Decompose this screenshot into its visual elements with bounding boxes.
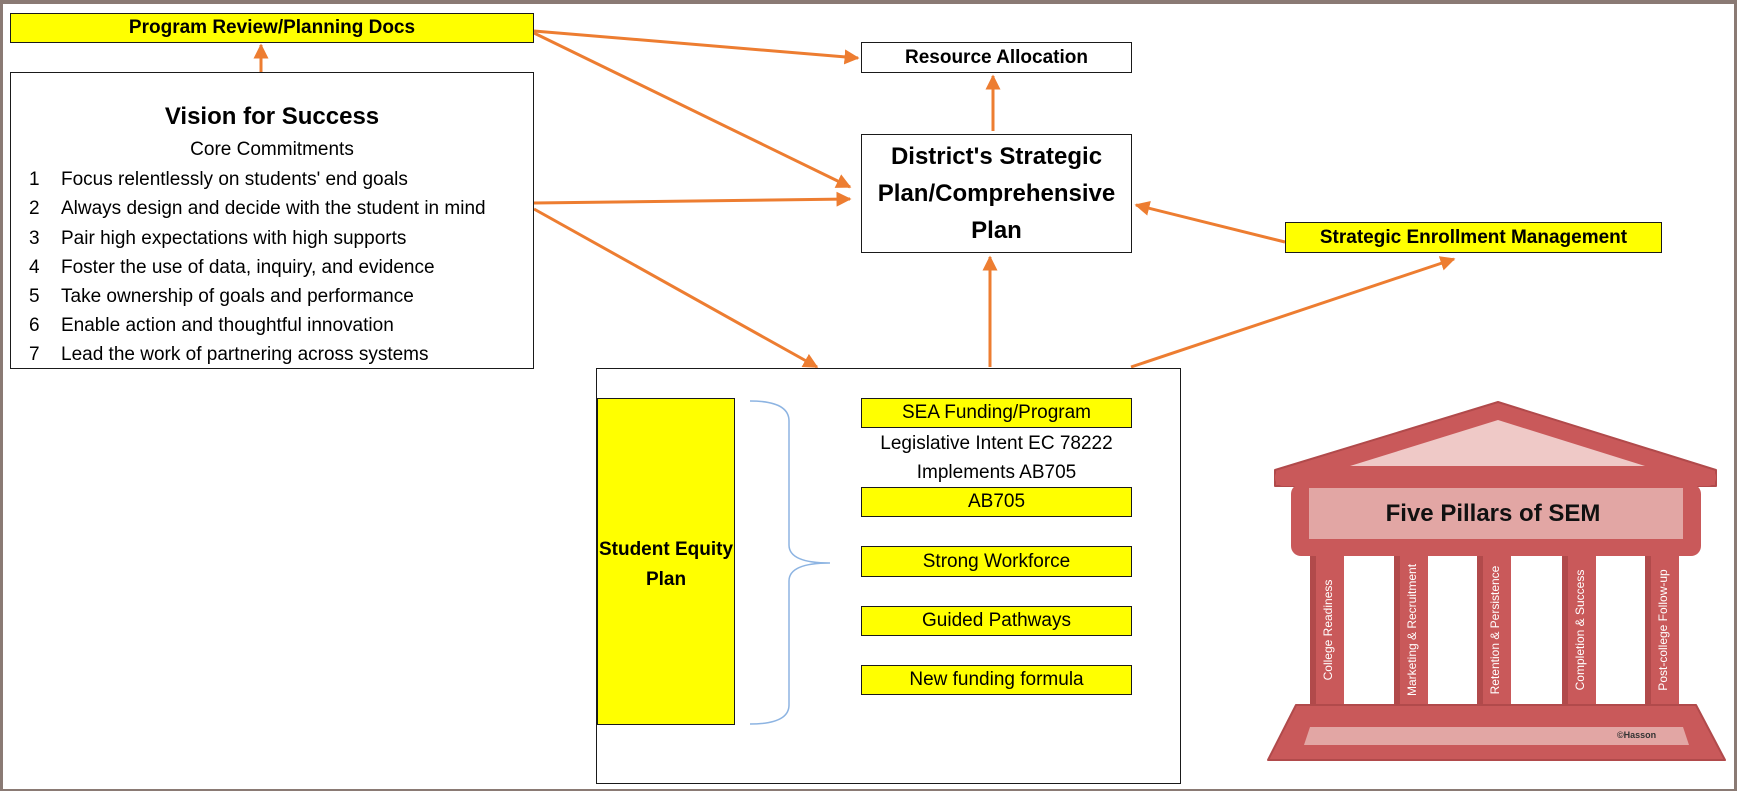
pillars-cornice (1275, 469, 1716, 486)
sem-box: Strategic Enrollment Management (1285, 222, 1662, 253)
ab705-label: AB705 (967, 491, 1026, 512)
commitment-text: Lead the work of partnering across syste… (61, 344, 429, 365)
vision-title: Vision for Success (164, 103, 380, 130)
commitment-text: Focus relentlessly on students' end goal… (61, 169, 408, 190)
new-funding-formula-label: New funding formula (909, 669, 1084, 690)
commitment-text: Always design and decide with the studen… (61, 198, 486, 219)
resource-allocation-label: Resource Allocation (904, 46, 1088, 68)
commitment-number: 2 (29, 198, 40, 219)
arrow-program-review-to-district (533, 31, 852, 189)
pillars-base-panel (1304, 727, 1689, 745)
implements-ab705-text: Implements AB705 (916, 462, 1077, 483)
pillar-label: College Readiness (1321, 580, 1335, 681)
vision-subtitle: Core Commitments (190, 139, 354, 160)
program-review-box: Program Review/Planning Docs (10, 13, 534, 43)
district-plan-label: District's Strategic Plan/Comprehensive … (877, 143, 1116, 244)
ab705-box: AB705 (861, 487, 1132, 517)
student-equity-plan-label: Student Equity Plan (598, 539, 734, 590)
commitment-text: Foster the use of data, inquiry, and evi… (61, 257, 435, 278)
commitment-number: 6 (29, 315, 40, 336)
commitment-item: 6 Enable action and thoughtful innovation (29, 315, 394, 337)
commitment-number: 7 (29, 344, 40, 365)
commitment-item: 3 Pair high expectations with high suppor… (29, 228, 406, 250)
commitment-item: 7 Lead the work of partnering across syst… (29, 344, 429, 366)
pillars-pediment (1350, 420, 1645, 466)
pillar-label: Post-college Follow-up (1656, 569, 1670, 691)
commitment-item: 2 Always design and decide with the stude… (29, 198, 486, 220)
district-plan-box: District's Strategic Plan/Comprehensive … (861, 134, 1132, 253)
guided-pathways-box: Guided Pathways (861, 606, 1132, 636)
curly-brace-icon (749, 400, 831, 725)
student-equity-plan-box: Student Equity Plan (597, 398, 735, 725)
arrow-sem-to-district (1134, 200, 1286, 244)
arrow-program-review-to-resource (533, 29, 860, 65)
resource-allocation-box: Resource Allocation (861, 42, 1132, 73)
commitment-item: 5 Take ownership of goals and performance (29, 286, 414, 308)
commitment-number: 4 (29, 257, 40, 278)
vision-box: Vision for Success Core Commitments 1 Foc… (10, 72, 534, 369)
pillar-label: Marketing & Recruitment (1405, 563, 1419, 696)
pillars-title: Five Pillars of SEM (1386, 500, 1601, 527)
commitment-number: 3 (29, 228, 40, 249)
commitment-text: Pair high expectations with high support… (61, 228, 407, 249)
arrow-equity-to-sem (1130, 256, 1456, 369)
legislative-intent-text: Legislative Intent EC 78222 (880, 433, 1113, 454)
program-review-label: Program Review/Planning Docs (128, 17, 416, 38)
arrow-vision-to-district (533, 191, 852, 207)
pillars-title-panel (1309, 488, 1683, 539)
sem-label: Strategic Enrollment Management (1319, 226, 1628, 248)
pillars-credit: ©Hasson (1617, 730, 1656, 740)
commitment-item: 4 Foster the use of data, inquiry, and ev… (29, 257, 435, 279)
sea-funding-label: SEA Funding/Program (901, 402, 1092, 423)
pillar-label: Retention & Persistence (1488, 565, 1502, 694)
commitment-text: Take ownership of goals and performance (61, 286, 414, 307)
strong-workforce-label: Strong Workforce (922, 550, 1071, 572)
new-funding-formula-box: New funding formula (861, 665, 1132, 695)
commitment-item: 1 Focus relentlessly on students' end goa… (29, 169, 408, 191)
arrow-vision-to-equity (533, 207, 819, 369)
pillar-label: Completion & Success (1573, 570, 1587, 691)
commitment-number: 5 (29, 286, 40, 307)
commitment-text: Enable action and thoughtful innovation (61, 315, 394, 336)
commitment-number: 1 (29, 169, 40, 190)
guided-pathways-label: Guided Pathways (922, 610, 1071, 631)
sea-funding-box: SEA Funding/Program (861, 398, 1132, 428)
strong-workforce-box: Strong Workforce (861, 546, 1132, 577)
